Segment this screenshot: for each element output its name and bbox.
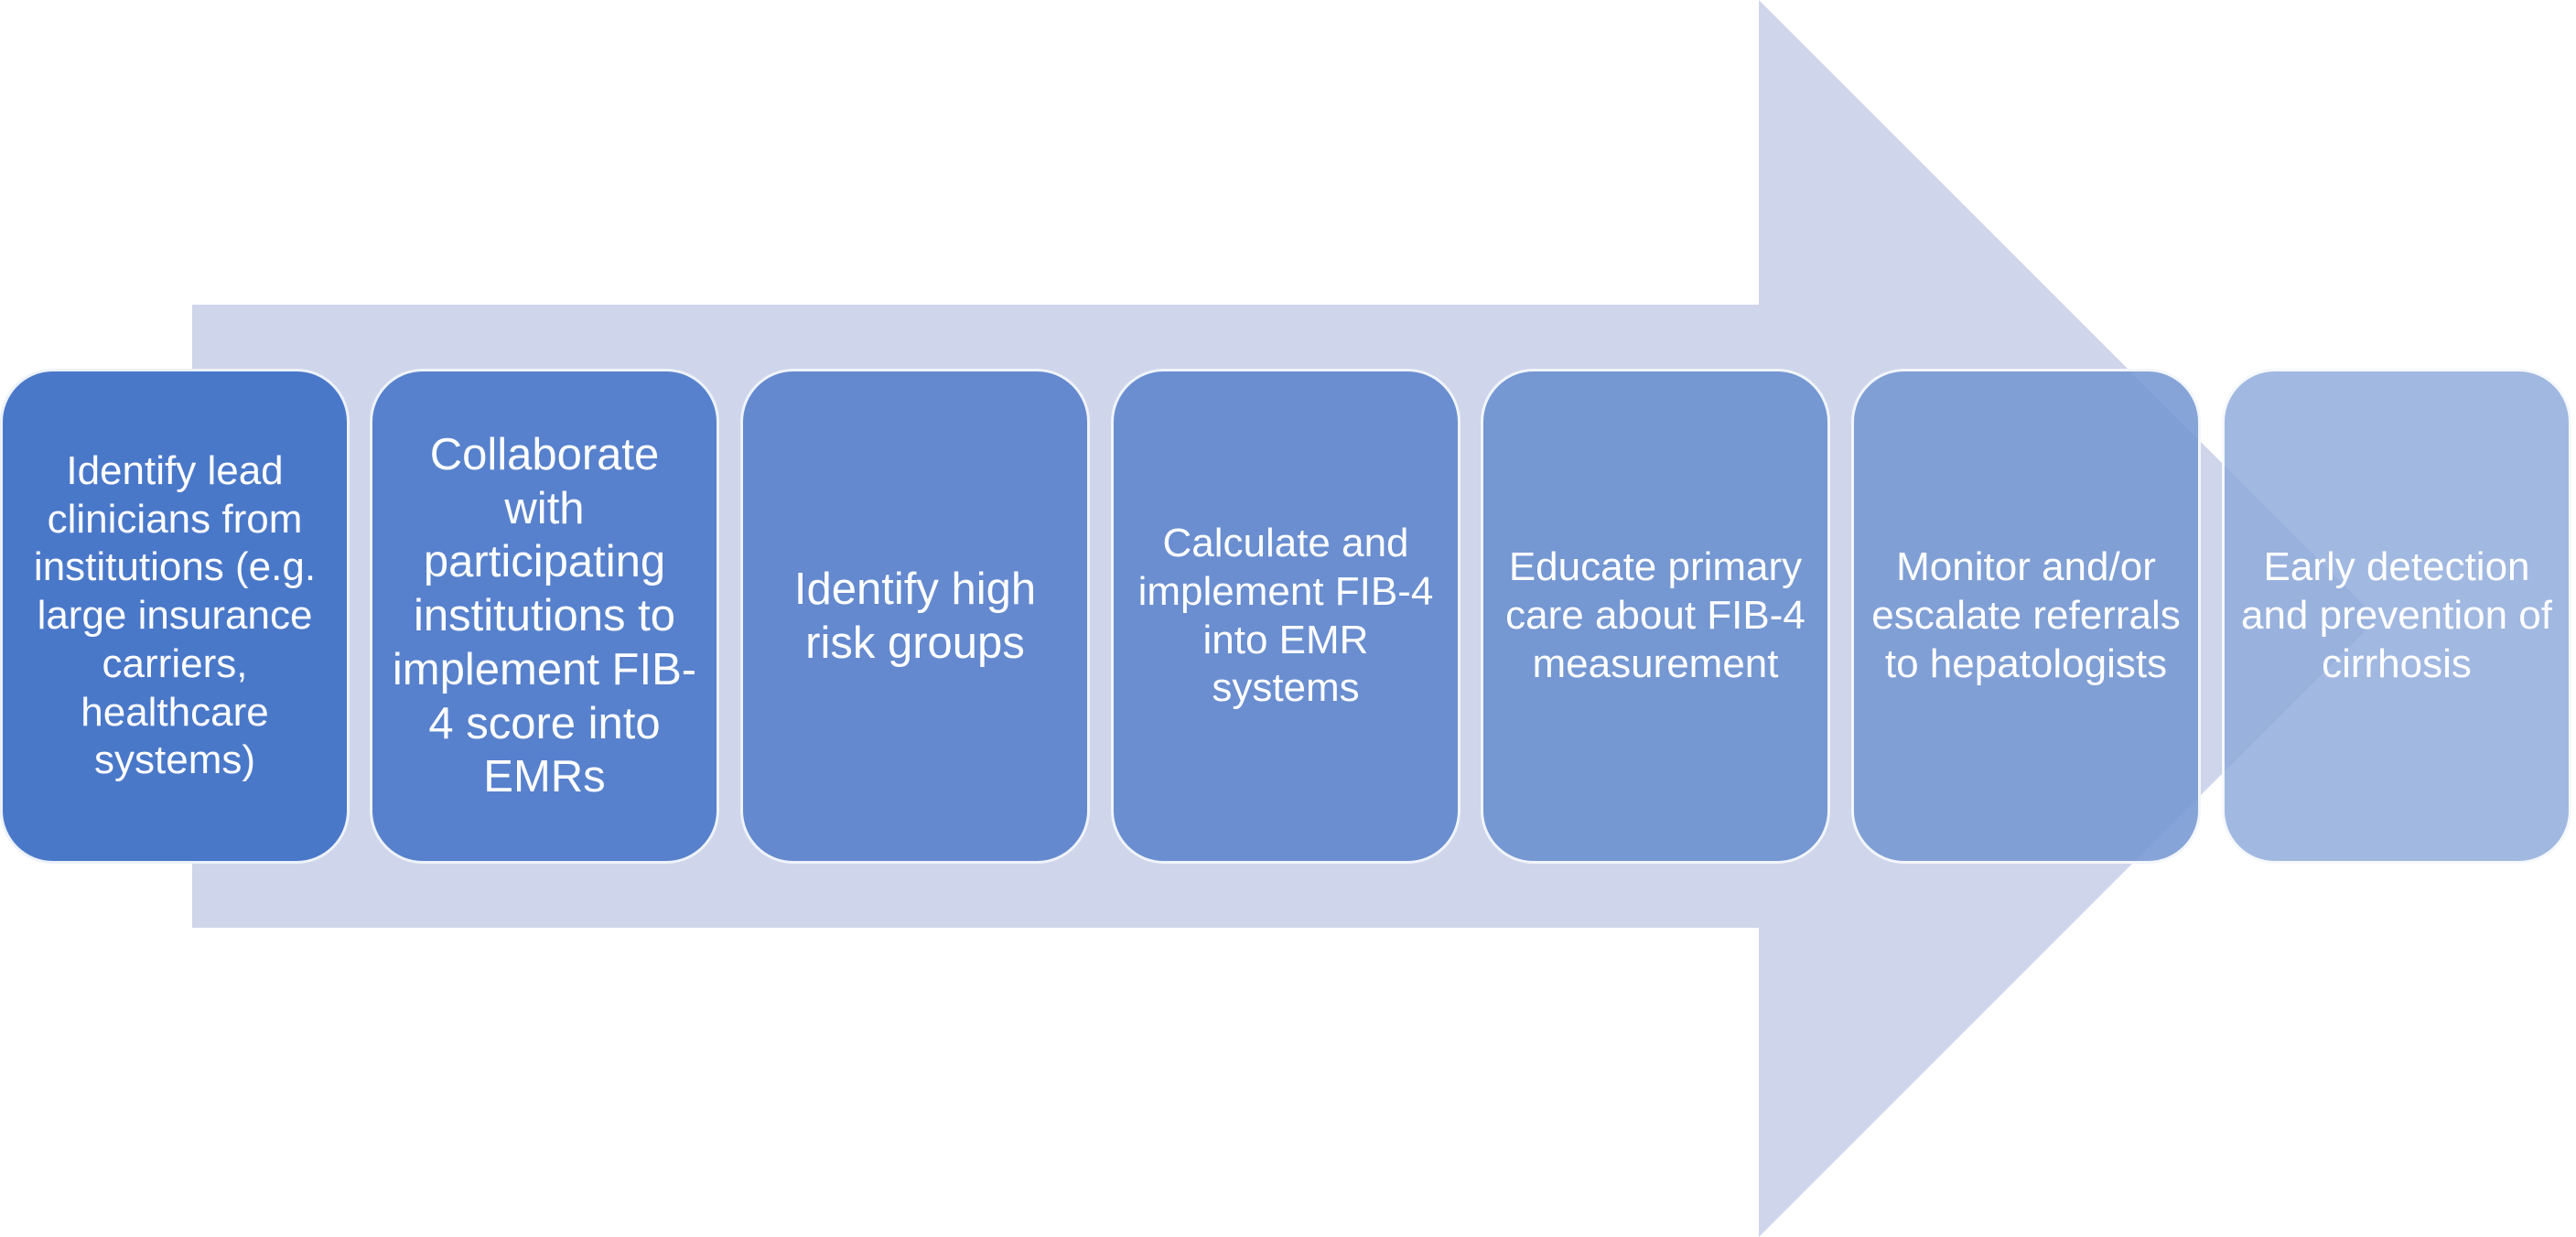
step-5-text: Educate primary care about FIB-4 measure… — [1505, 544, 1805, 686]
step-2-text: Collaborate with participating instituti… — [392, 429, 697, 802]
step-educate-primary-care: Educate primary care about FIB-4 measure… — [1481, 369, 1830, 864]
step-7-text: Early detection and prevention of cirrho… — [2240, 544, 2553, 686]
step-4-text: Calculate and implement FIB-4 into EMR s… — [1137, 520, 1434, 711]
step-6-text: Monitor and/or escalate referrals to hep… — [1871, 544, 2181, 686]
step-identify-high-risk-groups: Identify high risk groups — [740, 369, 1090, 864]
step-early-detection-prevention: Early detection and prevention of cirrho… — [2222, 369, 2571, 864]
step-monitor-escalate-referrals: Monitor and/or escalate referrals to hep… — [1851, 369, 2201, 864]
step-1-text: Identify lead clinicians from institutio… — [33, 447, 317, 783]
step-calculate-implement-fib4: Calculate and implement FIB-4 into EMR s… — [1111, 369, 1460, 864]
step-collaborate-institutions: Collaborate with participating instituti… — [370, 369, 719, 864]
step-3-text: Identify high risk groups — [793, 564, 1037, 668]
step-identify-lead-clinicians: Identify lead clinicians from institutio… — [0, 369, 350, 864]
